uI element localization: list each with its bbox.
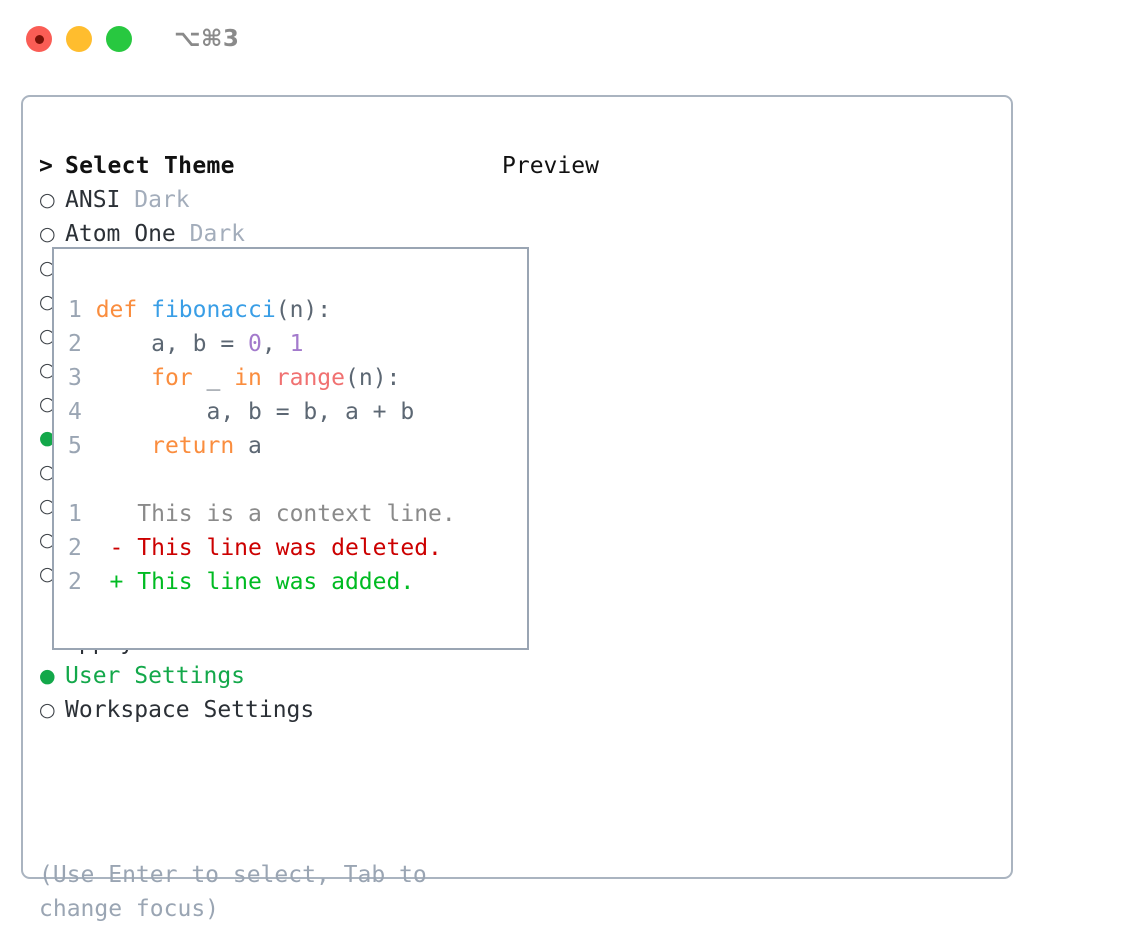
apply-to-option-label: Workspace Settings: [65, 697, 315, 723]
code-token-plain: (n):: [275, 297, 332, 323]
line-number: 1: [68, 297, 96, 323]
code-line: 5 return a: [68, 429, 456, 463]
code-token-plain: a, b =: [95, 331, 249, 357]
caret-icon: >: [39, 153, 53, 179]
code-token-num: 1: [289, 331, 304, 357]
card-columns: > Select Theme ○ANSI Dark○Atom One Dark○…: [23, 97, 1011, 922]
radio-empty-icon: ○: [39, 699, 56, 721]
line-number: 3: [68, 365, 96, 391]
radio-empty-icon: ○: [39, 393, 56, 415]
window-titlebar: ⌥⌘3: [0, 0, 1140, 78]
theme-option-ansi[interactable]: ○ ANSI Dark: [39, 183, 499, 217]
radio-empty-icon: ○: [39, 359, 56, 381]
radio-empty-icon: ○: [39, 257, 56, 279]
radio-empty-icon: ○: [39, 189, 56, 211]
code-line: 3 for _ in range(n):: [68, 361, 456, 395]
line-number: 2: [68, 331, 96, 357]
code-token-kw: def: [95, 297, 152, 323]
code-token-plain: [96, 433, 151, 459]
code-token-plain: (n):: [345, 365, 401, 391]
line-number: 2: [68, 535, 96, 561]
preview-title: Preview: [502, 153, 599, 179]
radio-empty-icon: ○: [39, 495, 56, 517]
apply-to-option-workspace-settings[interactable]: ○ Workspace Settings: [39, 693, 499, 727]
code-token-plain: [96, 365, 151, 391]
code-token-call: range: [275, 365, 345, 391]
radio-empty-icon: ○: [39, 563, 56, 585]
diff-line-text: - This line was deleted.: [95, 535, 442, 561]
minimize-button[interactable]: [66, 26, 92, 52]
label-tag-space: [176, 217, 190, 251]
diff-line-text: This is a context line.: [95, 501, 456, 527]
radio-empty-icon: ○: [39, 461, 56, 483]
radio-empty-icon: ○: [39, 291, 56, 313]
diff-line-text: + This line was added.: [95, 569, 415, 595]
code-blank-line: [68, 463, 456, 497]
shortcut-label: ⌥⌘3: [174, 26, 240, 52]
apply-to-option-user-settings[interactable]: ● User Settings: [39, 659, 499, 693]
theme-option-label: ANSI: [65, 187, 121, 213]
diff-line-del: 2 - This line was deleted.: [68, 531, 456, 565]
radio-selected-icon: ●: [39, 665, 56, 687]
code-token-plain: _: [192, 365, 235, 391]
code-line: 4 a, b = b, a + b: [68, 395, 456, 429]
code-token-plain: [262, 365, 276, 391]
code-line: 1 def fibonacci(n):: [68, 293, 456, 327]
diff-line-add: 2 + This line was added.: [68, 565, 456, 599]
code-token-fn: fibonacci: [151, 297, 276, 323]
code-token-kw: for: [151, 365, 193, 391]
theme-selector-card: > Select Theme ○ANSI Dark○Atom One Dark○…: [21, 95, 1013, 922]
code-token-num: 0: [248, 331, 262, 357]
line-number: 1: [68, 501, 96, 527]
theme-option-tag: Dark: [189, 221, 246, 247]
code-token-plain: a, b = b, a + b: [95, 399, 415, 425]
apply-to-option-list: ● User Settings ○ Workspace Settings: [39, 659, 499, 727]
code-token-kw: in: [234, 365, 262, 391]
radio-empty-icon: ○: [39, 223, 56, 245]
radio-empty-icon: ○: [39, 529, 56, 551]
code-line: 2 a, b = 0, 1: [68, 327, 456, 361]
label-tag-space: [120, 183, 134, 217]
preview-column: Preview: [502, 149, 1002, 183]
close-button[interactable]: [26, 26, 52, 52]
apply-to-option-label: User Settings: [65, 663, 246, 689]
maximize-button[interactable]: [106, 26, 132, 52]
page-title: Select Theme: [65, 153, 235, 179]
select-theme-header: > Select Theme: [39, 149, 499, 183]
keyboard-hint: (Use Enter to select, Tab to change focu…: [39, 862, 441, 922]
code-token-plain: a: [234, 433, 262, 459]
theme-option-label: Atom One: [65, 221, 176, 247]
theme-option-atom-one[interactable]: ○ Atom One Dark: [39, 217, 499, 251]
close-icon: [34, 34, 44, 44]
radio-empty-icon: ○: [39, 325, 56, 347]
code-token-kw: return: [151, 433, 235, 459]
line-number: 4: [68, 399, 96, 425]
code-token-plain: ,: [261, 331, 290, 357]
line-number: 5: [68, 433, 96, 459]
theme-option-tag: Dark: [134, 187, 190, 213]
line-number: 2: [68, 569, 96, 595]
diff-line-ctx: 1 This is a context line.: [68, 497, 456, 531]
radio-selected-icon: ●: [39, 427, 56, 449]
